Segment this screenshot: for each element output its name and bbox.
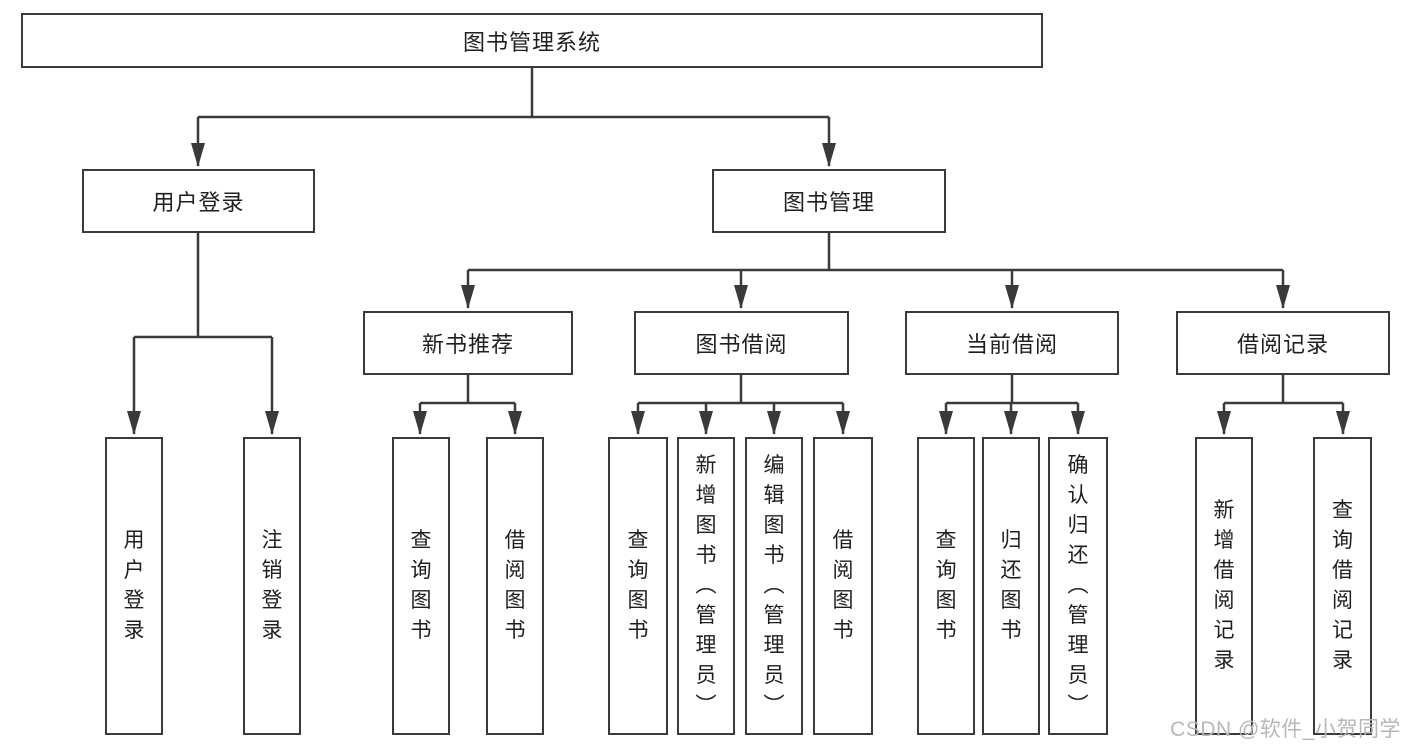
leaf-return-books: 归 还 图 书	[982, 437, 1040, 735]
node-book-management: 图书管理	[712, 169, 946, 233]
leaf-logout: 注 销 登 录	[243, 437, 301, 735]
node-label: 图书借阅	[695, 332, 788, 357]
node-label: 用户登录	[152, 190, 245, 215]
leaf-label: 归 还 图 书	[1000, 529, 1022, 642]
csdn-watermark: CSDN @软件_小贺同学	[1170, 718, 1401, 741]
leaf-label: 借 阅 图 书	[832, 529, 854, 642]
node-book-borrow: 图书借阅	[634, 311, 849, 375]
node-current-borrow: 当前借阅	[905, 311, 1119, 375]
leaf-query-books-1: 查 询 图 书	[392, 437, 450, 735]
leaf-label: 用 户 登 录	[123, 529, 145, 642]
leaf-query-borrow-record: 查 询 借 阅 记 录	[1313, 437, 1372, 735]
node-label: 新书推荐	[421, 332, 514, 357]
leaf-query-books-2: 查 询 图 书	[608, 437, 668, 735]
leaf-label: 新 增 借 阅 记 录	[1213, 499, 1235, 672]
node-library-management-system: 图书管理系统	[21, 13, 1043, 68]
leaf-label: 查 询 图 书	[410, 529, 432, 642]
leaf-label: 确 认 归 还 ︵ 管 理 员 ︶	[1067, 454, 1089, 717]
leaf-add-borrow-record: 新 增 借 阅 记 录	[1195, 437, 1253, 735]
node-new-book-recommend: 新书推荐	[363, 311, 573, 375]
leaf-query-books-3: 查 询 图 书	[917, 437, 975, 735]
node-label: 图书管理	[782, 190, 875, 215]
leaf-label: 注 销 登 录	[261, 529, 283, 642]
leaf-user-login: 用 户 登 录	[105, 437, 163, 735]
leaf-edit-books-admin: 编 辑 图 书 ︵ 管 理 员 ︶	[745, 437, 803, 735]
leaf-confirm-return-admin: 确 认 归 还 ︵ 管 理 员 ︶	[1048, 437, 1108, 735]
leaf-label: 查 询 图 书	[627, 529, 649, 642]
leaf-add-books-admin: 新 增 图 书 ︵ 管 理 员 ︶	[677, 437, 735, 735]
node-label: 图书管理系统	[462, 29, 601, 55]
leaf-borrow-books-2: 借 阅 图 书	[813, 437, 873, 735]
node-label: 借阅记录	[1236, 332, 1329, 357]
leaf-label: 新 增 图 书 ︵ 管 理 员 ︶	[695, 454, 717, 717]
leaf-borrow-books-1: 借 阅 图 书	[486, 437, 544, 735]
node-label: 当前借阅	[965, 332, 1058, 357]
node-user-login: 用户登录	[82, 169, 315, 233]
leaf-label: 查 询 图 书	[935, 529, 957, 642]
leaf-label: 编 辑 图 书 ︵ 管 理 员 ︶	[763, 454, 785, 717]
node-borrow-records: 借阅记录	[1176, 311, 1390, 375]
leaf-label: 借 阅 图 书	[504, 529, 526, 642]
leaf-label: 查 询 借 阅 记 录	[1332, 499, 1353, 672]
